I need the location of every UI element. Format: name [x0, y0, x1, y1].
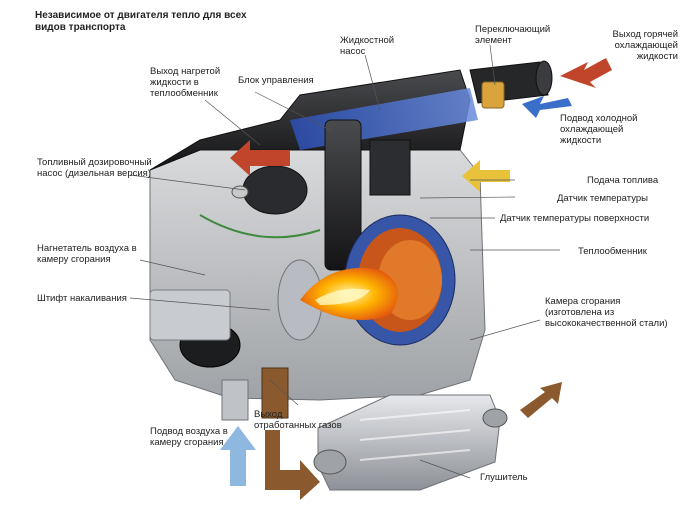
label-fuel-supply: Подача топлива [587, 175, 659, 186]
label-temp-sensor: Датчик температуры [557, 193, 648, 204]
label-cold-coolant-in: Подвод холодной охлаждающей жидкости [560, 113, 638, 146]
label-surface-temp-sensor: Датчик температуры поверхности [500, 213, 650, 224]
label-coolant-pump: Жидкостной насос [340, 35, 395, 57]
leader-lines [129, 44, 560, 479]
cold-inlet-arrow [522, 96, 572, 118]
label-combustion-air-fan: Нагнетатель воздуха в камеру сгорания [37, 243, 137, 265]
label-muffler: Глушитель [480, 472, 528, 483]
page-title: Независимое от двигателя тепло для всех … [35, 10, 247, 33]
hot-to-exchanger-arrow [230, 140, 290, 176]
control-unit [324, 119, 411, 271]
exhaust-out-arrow [520, 382, 562, 418]
label-switch-element: Переключающий элемент [475, 24, 551, 46]
hot-outlet-arrow [560, 58, 612, 88]
label-heat-exchanger: Теплообменник [578, 246, 647, 257]
label-glow-pin: Штифт накаливания [37, 293, 127, 304]
label-fuel-pump: Топливный дозировочный насос (дизельная … [37, 157, 152, 179]
muffler-shape [313, 394, 508, 491]
label-control-unit: Блок управления [238, 75, 314, 86]
label-hot-coolant-out: Выход горячей охлаждающей жидкости [612, 29, 678, 62]
combustion-air-fan [149, 289, 241, 368]
air-intake-arrow [220, 426, 256, 486]
flame [300, 268, 398, 320]
label-air-intake: Подвод воздуха в камеру сгорания [150, 426, 228, 448]
label-exhaust-out: Выход отработанных газов [254, 409, 342, 431]
exhaust-arrow [265, 430, 320, 500]
bottom-ducts [221, 367, 289, 421]
label-combustion-chamber: Камера сгорания (изготовлена из высокока… [545, 296, 668, 329]
fuel-arrow [462, 160, 510, 192]
label-hot-outlet-heat: Выход нагретой жидкости в теплообменник [150, 66, 221, 99]
